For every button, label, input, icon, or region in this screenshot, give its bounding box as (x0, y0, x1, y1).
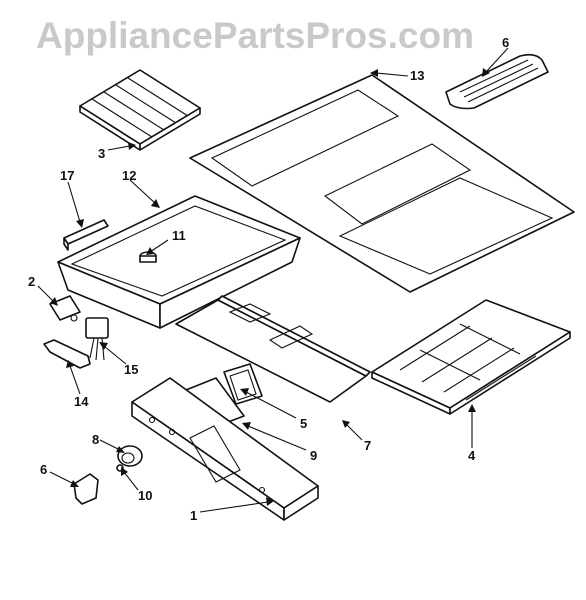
display-window (223, 363, 263, 405)
callout-3: 3 (98, 146, 105, 161)
callout-6-top: 6 (502, 35, 509, 50)
callout-5: 5 (300, 416, 307, 431)
wire-clip (43, 339, 91, 369)
control-knob (117, 445, 143, 467)
callout-2: 2 (28, 274, 35, 289)
callout-1: 1 (190, 508, 197, 523)
callout-11: 11 (172, 228, 186, 243)
callout-6-bottom: 6 (40, 462, 47, 477)
control-panel (131, 377, 319, 521)
vent-grille (445, 53, 549, 110)
cooktop-top-panel (189, 74, 575, 293)
callout-labels: 13 6 3 12 17 11 2 15 14 5 9 7 4 1 8 10 6 (28, 35, 509, 523)
callout-8: 8 (92, 432, 99, 447)
ignition-module (85, 317, 109, 361)
callout-14: 14 (74, 394, 89, 409)
grill-basin (57, 195, 301, 329)
leader-lines (37, 47, 509, 513)
callout-12: 12 (122, 168, 136, 183)
callout-13: 13 (410, 68, 424, 83)
spark-module (49, 295, 81, 322)
callout-15: 15 (124, 362, 138, 377)
callout-10: 10 (138, 488, 152, 503)
grill-grate (79, 69, 201, 151)
callout-17: 17 (60, 168, 74, 183)
knob-insert (73, 473, 99, 505)
burner-grate (371, 299, 571, 415)
callout-9: 9 (310, 448, 317, 463)
callout-7: 7 (364, 438, 371, 453)
side-bracket (63, 219, 109, 251)
mounting-bracket (175, 295, 371, 403)
callout-4: 4 (468, 448, 476, 463)
watermark-text: AppliancePartsPros.com (36, 15, 474, 56)
